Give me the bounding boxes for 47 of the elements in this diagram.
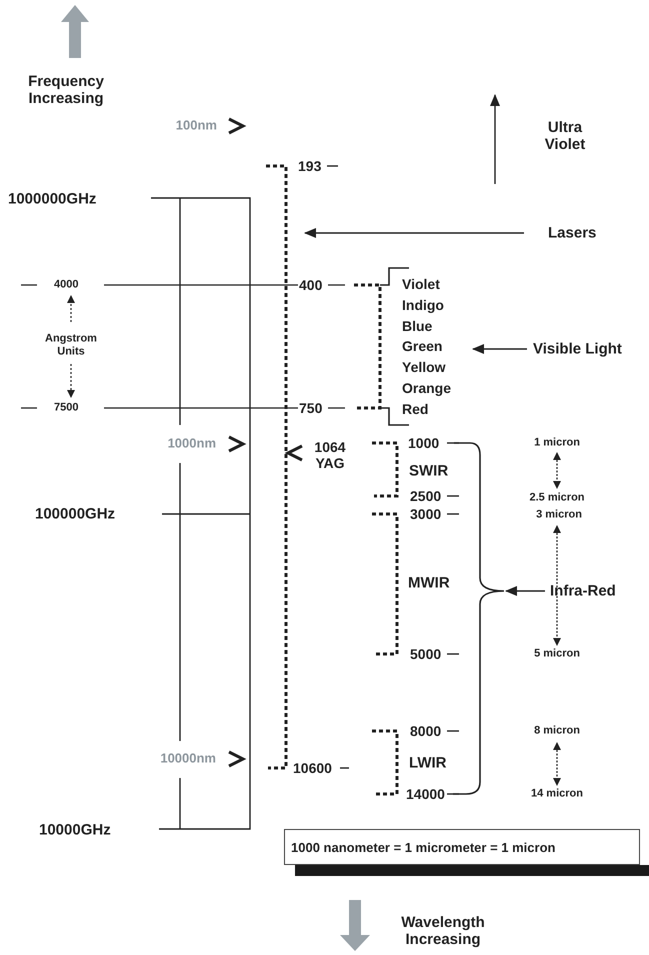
micron-label: 2.5 micron (529, 492, 585, 504)
arrow (304, 228, 524, 238)
scale-value: 3000 (410, 506, 442, 522)
region-label: Ultra Violet (544, 118, 586, 154)
scale-value: 8000 (410, 722, 442, 740)
color-label: Green (402, 338, 442, 354)
color-label: Indigo (402, 296, 444, 314)
color-label: Violet (402, 276, 440, 292)
callout-label: Visible Light (533, 340, 622, 358)
scale-value: 5000 (410, 646, 442, 662)
frequency-label: 100000GHz (35, 505, 116, 523)
scale-value: 10600 (293, 760, 332, 776)
scale-value: 7500 (54, 402, 78, 414)
micron-label: 14 micron (531, 788, 583, 800)
scale-value: 4000 (54, 278, 78, 292)
callout-label: Infra-Red (550, 582, 616, 600)
frequency-label: 10000GHz (39, 821, 111, 839)
micron-label: 3 micron (536, 508, 582, 522)
scale-value: 2500 (410, 488, 442, 504)
micron-label: 8 micron (534, 724, 580, 738)
frequency-label: 1000000GHz (8, 190, 96, 208)
scale-value: 1000 (408, 434, 440, 452)
scale-value: 750 (299, 400, 322, 416)
axis-title: Wavelength Increasing (400, 914, 486, 948)
arrow (472, 344, 527, 354)
color-label: Red (402, 400, 428, 418)
scale-value: 400 (299, 276, 322, 294)
color-label: Blue (402, 318, 432, 334)
unit-label: Angstrom Units (44, 332, 98, 358)
arrow (505, 586, 545, 596)
micron-label: 1 micron (534, 436, 580, 450)
band-label: MWIR (408, 574, 450, 592)
curly-brace (453, 442, 505, 795)
note-box: 1000 nanometer = 1 micrometer = 1 micron (284, 829, 640, 865)
band-label: SWIR (409, 462, 448, 480)
micron-label: 5 micron (534, 648, 580, 660)
scale-value: 14000 (406, 786, 445, 802)
callout-label: Lasers (548, 224, 596, 242)
wavelength-mark: 1000nm (168, 436, 216, 452)
wavelength-mark: 10000nm (160, 752, 216, 766)
color-label: Orange (402, 380, 452, 396)
laser-label: 1064 YAG (313, 438, 347, 472)
scale-value: 193 (298, 158, 322, 174)
wavelength-mark: 100nm (176, 118, 217, 134)
color-label: Yellow (402, 358, 446, 376)
band-label: LWIR (409, 754, 446, 772)
axis-title: Frequency Increasing (27, 72, 105, 108)
